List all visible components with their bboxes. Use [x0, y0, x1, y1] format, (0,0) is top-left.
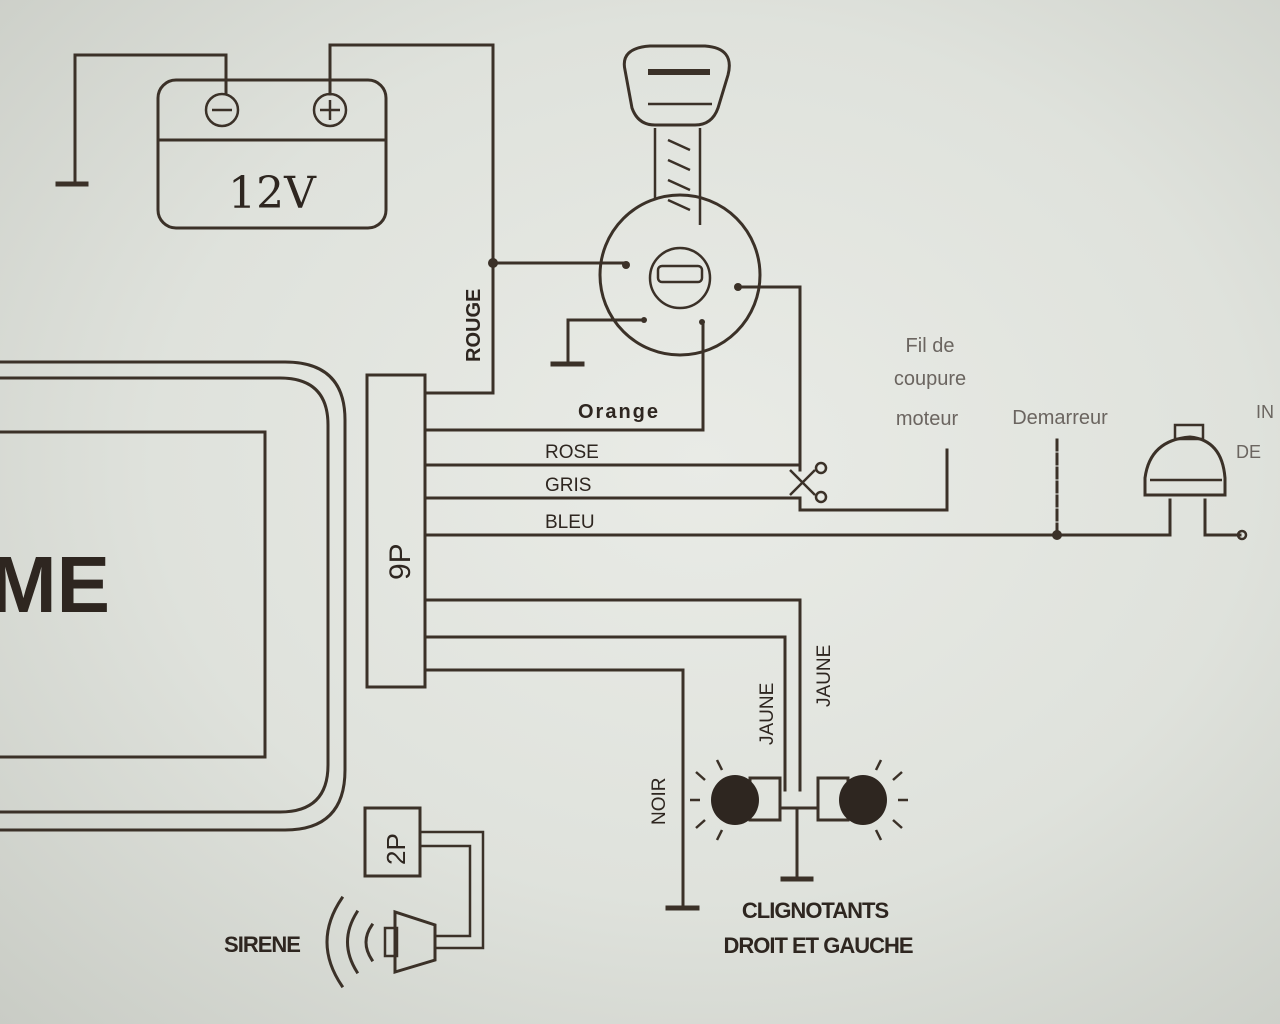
- gris-label: GRIS: [545, 475, 591, 496]
- connector-9p-label: 9P: [384, 543, 417, 580]
- ignition-output-wire: [736, 285, 802, 472]
- scissors-icon: [789, 461, 828, 504]
- alarm-module: ME: [0, 360, 347, 832]
- connector-2p-label: 2P: [381, 833, 411, 865]
- ignition-ground-wire: [550, 318, 646, 367]
- orange-label: Orange: [578, 401, 660, 423]
- rouge-wire: ROUGE: [328, 43, 627, 395]
- battery-voltage: 12V: [228, 168, 317, 219]
- cut-wire-label-2: coupure: [894, 368, 966, 390]
- rose-wire: ROSE: [423, 442, 802, 467]
- ignition-key-icon: [622, 44, 731, 225]
- jaune-wires: JAUNE JAUNE: [423, 598, 835, 792]
- indicators-label-2: DROIT ET GAUCHE: [723, 933, 912, 958]
- minus-terminal-icon: [204, 92, 240, 128]
- siren-icon: SIRENE: [224, 895, 437, 989]
- orange-wire: Orange: [423, 320, 705, 432]
- switch-label-1: IN: [1256, 402, 1274, 422]
- cut-wire-label-1: Fil de: [906, 335, 955, 357]
- connector-2p: 2P: [363, 806, 485, 950]
- starter-label: Demarreur: [1012, 407, 1108, 429]
- siren-label: SIRENE: [224, 932, 300, 957]
- indicators-label-1: CLIGNOTANTS: [742, 898, 889, 923]
- ignition-switch: [598, 193, 762, 357]
- jaune-left-label: JAUNE: [757, 683, 778, 745]
- indicator-ground-wire: [778, 806, 820, 882]
- left-indicator-lamp-icon: [690, 759, 782, 841]
- right-indicator-lamp-icon: [816, 759, 908, 841]
- battery-ground-wire: [55, 53, 228, 187]
- push-switch-icon: IN DE: [1143, 402, 1274, 541]
- battery: 12V: [156, 78, 388, 230]
- jaune-right-label: JAUNE: [814, 645, 835, 707]
- rose-label: ROSE: [545, 442, 599, 463]
- rouge-label: ROUGE: [463, 289, 485, 362]
- noir-label: NOIR: [649, 778, 670, 826]
- bleu-label: BLEU: [545, 512, 595, 533]
- bleu-wire: BLEU: [423, 498, 1172, 537]
- starter-connection: Demarreur: [1012, 407, 1108, 540]
- cut-wire-label-3: moteur: [896, 408, 959, 430]
- connector-9p: 9P: [365, 373, 427, 689]
- noir-wire: NOIR: [423, 668, 700, 911]
- gris-wire: GRIS: [423, 475, 802, 500]
- cut-motor-wire: Fil de coupure moteur: [798, 335, 966, 512]
- switch-label-2: DE: [1236, 442, 1261, 462]
- module-brand: ME: [0, 540, 110, 629]
